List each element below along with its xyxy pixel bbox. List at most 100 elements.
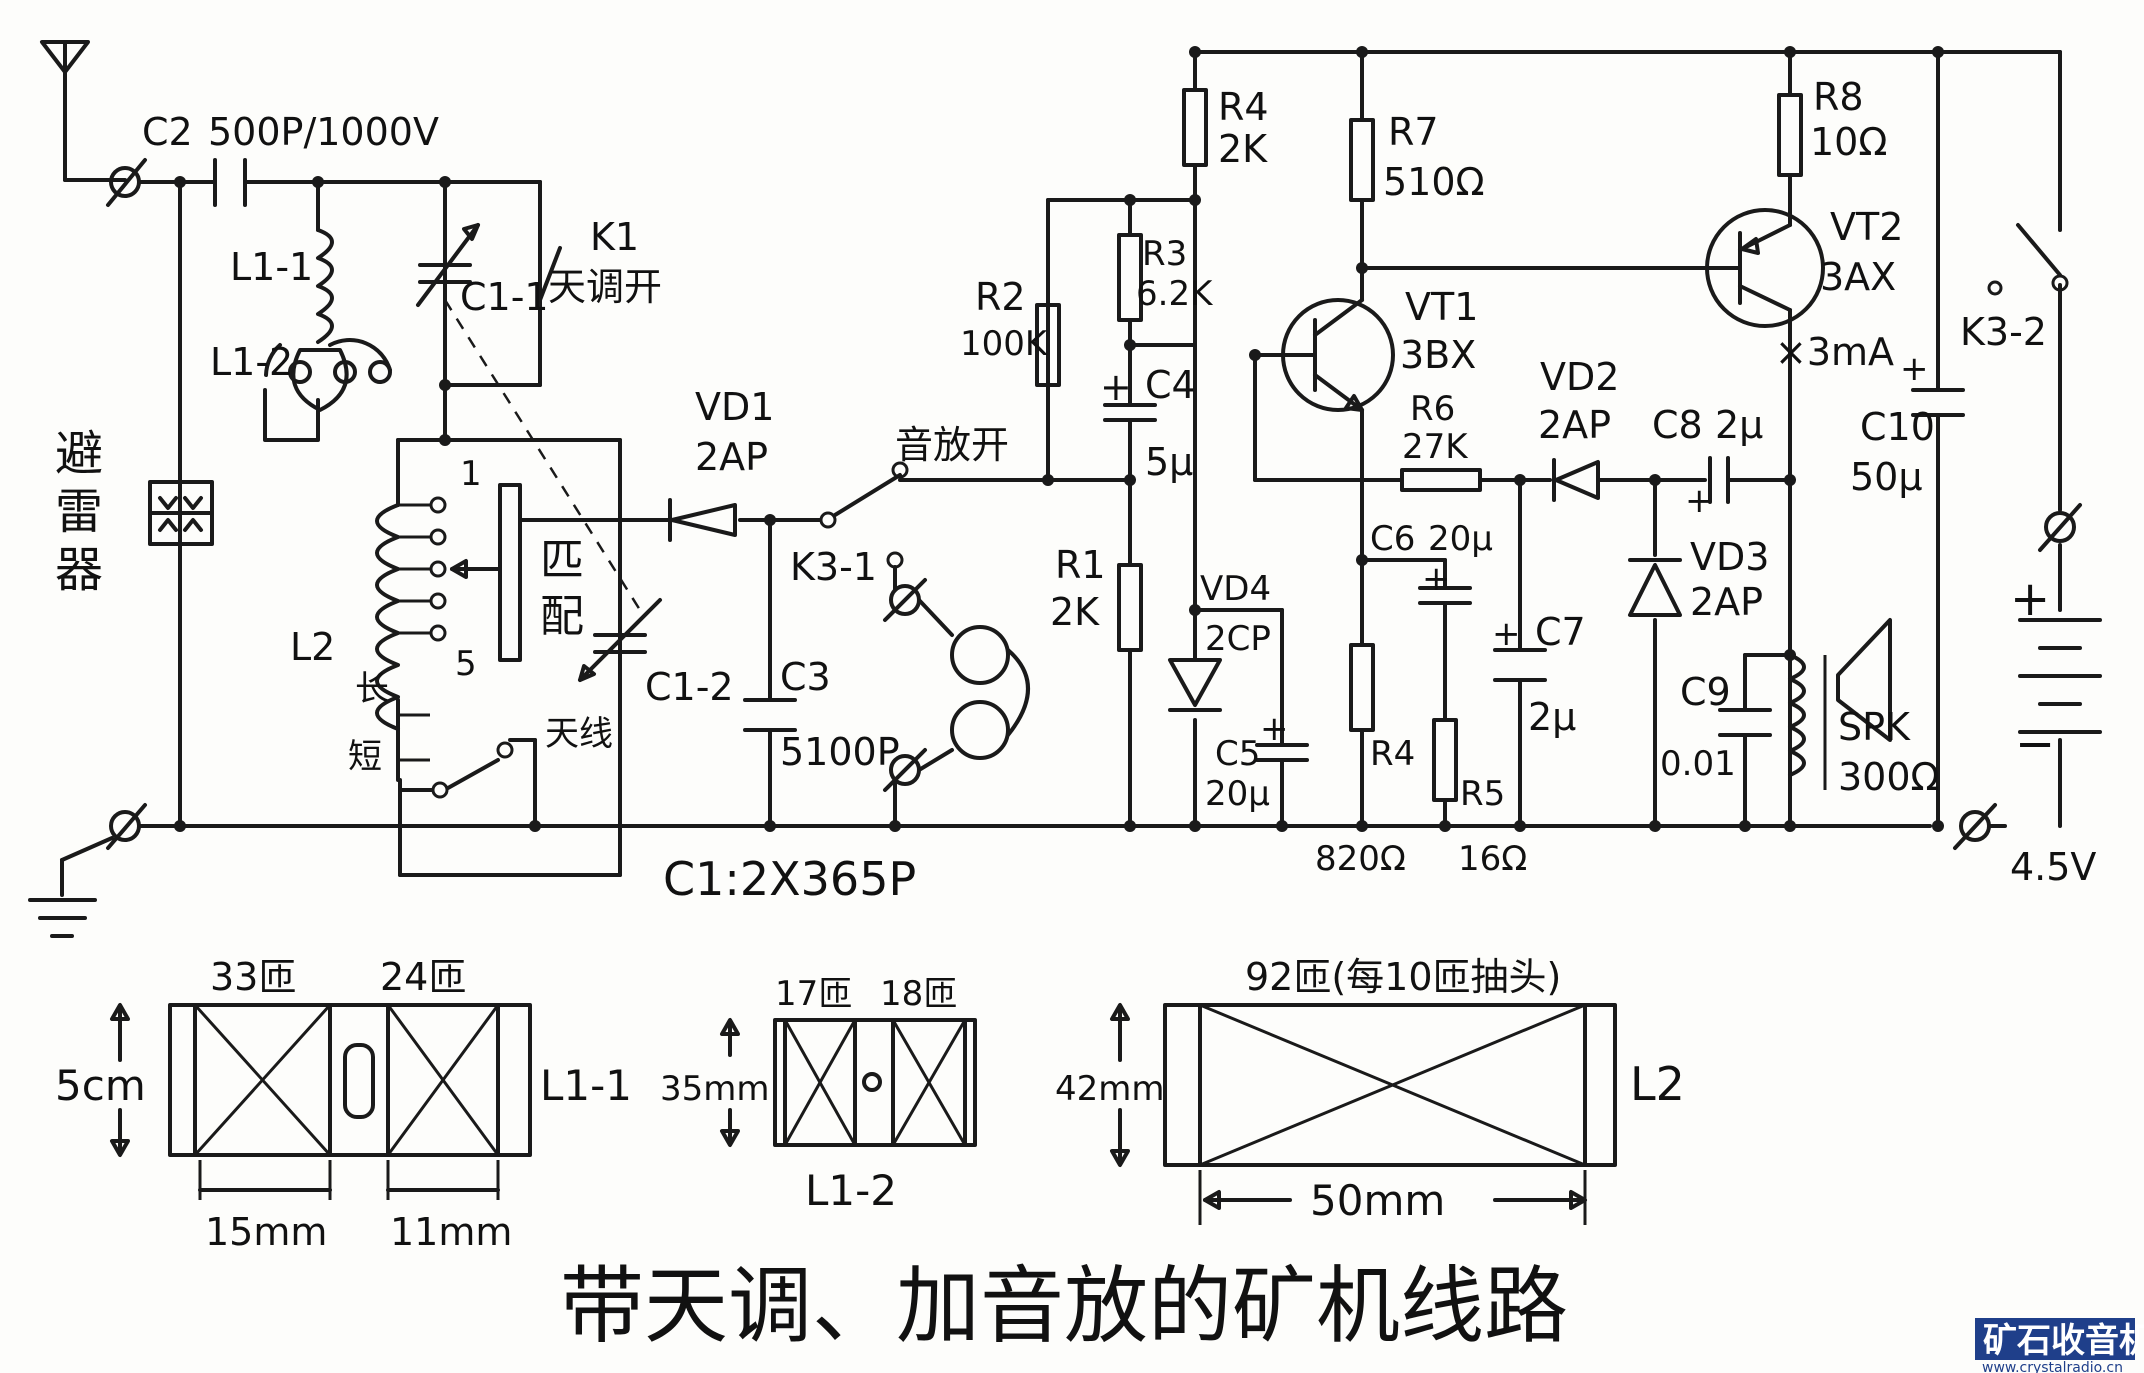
capacitor-c7 — [1493, 648, 1547, 682]
resistor-r3 — [1117, 233, 1143, 322]
capacitor-c4 — [1103, 370, 1157, 442]
coil-l2-width: 50mm — [1310, 1176, 1445, 1225]
resistor-r2 — [1035, 303, 1061, 387]
coil-l2-height: 42mm — [1055, 1069, 1165, 1109]
label-tap-5: 5 — [455, 644, 477, 684]
vertical-char: 匹 — [540, 535, 584, 586]
coil-l1-1-name: L1-1 — [540, 1061, 632, 1110]
label-c10-plus: + — [1900, 349, 1929, 389]
label-spk-value: 300Ω — [1838, 755, 1940, 799]
watermark-brand: 矿石收音机 — [1983, 1321, 2144, 1361]
label-r2: R2 — [975, 275, 1026, 319]
label-c7: C7 — [1535, 610, 1586, 654]
coil-drawing-l1-1 — [110, 1003, 532, 1200]
vertical-char: 避 — [55, 426, 103, 482]
label-c4-plus: + — [1100, 365, 1132, 409]
label-r7: R7 — [1388, 110, 1439, 154]
resistor-r5 — [1432, 718, 1458, 802]
resistor-r4-bottom — [1349, 643, 1375, 732]
label-r8: R8 — [1813, 75, 1864, 119]
label-c6-value: 20μ — [1428, 519, 1493, 559]
resistor-r1 — [1117, 563, 1143, 652]
label-r6: R6 — [1410, 389, 1455, 429]
coil-drawing-l1-2 — [720, 1018, 977, 1147]
label-short: 短 — [348, 737, 382, 777]
label-l1-2: L1-2 — [210, 340, 293, 384]
coil-l1-1-turns-right: 24匝 — [380, 955, 466, 999]
variable-capacitor-c1-2 — [578, 598, 662, 682]
label-c10: C10 — [1860, 405, 1935, 449]
coil-l1-1-height: 5cm — [55, 1061, 146, 1110]
label-c8: C8 — [1652, 403, 1703, 447]
vertical-char: 雷 — [55, 484, 103, 540]
label-match: 匹配 — [540, 535, 584, 642]
coil-l1-2-turns-right: 18匝 — [880, 974, 957, 1014]
capacitor-c3 — [743, 688, 797, 742]
band-switch — [398, 741, 514, 799]
capacitor-c5 — [1255, 743, 1309, 762]
label-battery-voltage: 4.5V — [2010, 845, 2096, 889]
label-k1-desc: 天调开 — [548, 265, 662, 309]
resistor-r6 — [1400, 468, 1482, 492]
label-c3: C3 — [780, 655, 831, 699]
label-c9-value: 0.01 — [1660, 744, 1736, 784]
coil-l1-1-turns-left: 33匝 — [210, 955, 296, 999]
label-k3-2: K3-2 — [1960, 310, 2047, 354]
label-c10-value: 50μ — [1850, 455, 1923, 499]
label-c6: C6 — [1370, 519, 1415, 559]
capacitor-c2 — [213, 158, 247, 207]
diagram-title: 带天调、加音放的矿机线路 — [560, 1257, 1568, 1355]
speaker — [1836, 618, 1892, 742]
coil-l2-turns: 92匝(每10匝抽头) — [1245, 955, 1561, 999]
label-vd3-value: 2AP — [1690, 580, 1763, 624]
label-r7-value: 510Ω — [1383, 160, 1485, 204]
diode-vd2 — [1552, 458, 1600, 502]
label-c2-value: 500P/1000V — [208, 110, 439, 154]
switch-k1 — [538, 180, 562, 302]
label-vt1-value: 3BX — [1400, 333, 1476, 377]
coil-l1-2-name: L1-2 — [805, 1166, 897, 1215]
label-current: ×3mA — [1775, 330, 1894, 374]
label-r4-bottom: R4 — [1370, 734, 1415, 774]
label-arrester: 避雷器 — [55, 426, 103, 598]
match-label-group: 匹配 — [540, 535, 584, 642]
label-c3-value: 5100P — [780, 730, 900, 774]
label-long: 长 — [355, 669, 389, 709]
resistor-r8 — [1777, 93, 1803, 177]
arrester-label: 避雷器 — [55, 426, 103, 598]
label-r1: R1 — [1055, 543, 1106, 587]
watermark-logo: 矿石收音机 www.crystalradio.cn — [1975, 1318, 2144, 1373]
coil-l1-2-height: 35mm — [660, 1069, 770, 1109]
label-c1-1: C1-1 — [460, 275, 549, 319]
label-battery-plus: + — [2010, 571, 2050, 627]
diode-vd1 — [668, 498, 737, 542]
label-vd4-value: 2CP — [1205, 619, 1271, 659]
label-r1-value: 2K — [1050, 590, 1100, 634]
label-l1-1: L1-1 — [230, 245, 313, 289]
label-amp-switch: 音放开 — [895, 423, 1009, 467]
label-c1-spec: C1:2X365P — [663, 852, 916, 906]
watermark-url: www.crystalradio.cn — [1982, 1360, 2123, 1373]
label-tap-1: 1 — [460, 454, 482, 494]
label-r4-bottom-value: 820Ω — [1315, 839, 1406, 879]
label-c8-value: 2μ — [1715, 403, 1763, 447]
resistor-r7 — [1349, 118, 1375, 202]
labels: C2 500P/1000V L1-1 L1-2 C1-1 K1 天调开 L2 1… — [55, 75, 2096, 1254]
label-vd4: VD4 — [1200, 569, 1271, 609]
variable-capacitor-c1-1 — [416, 223, 480, 307]
gang-link — [443, 299, 642, 611]
label-r5-value: 16Ω — [1458, 839, 1527, 879]
vertical-char: 器 — [55, 542, 103, 598]
label-c6-plus: + — [1422, 559, 1451, 599]
transistor-vt1 — [1281, 298, 1395, 412]
coil-l1-2-turns-left: 17匝 — [775, 974, 852, 1014]
lightning-arrester — [148, 480, 214, 546]
label-r4-top: R4 — [1218, 85, 1269, 129]
label-spk: SPK — [1838, 705, 1911, 749]
label-c1-2: C1-2 — [645, 665, 734, 709]
label-vd2: VD2 — [1540, 355, 1619, 399]
label-vt2: VT2 — [1830, 205, 1903, 249]
label-r3: R3 — [1142, 234, 1187, 274]
label-c5: C5 — [1215, 734, 1260, 774]
